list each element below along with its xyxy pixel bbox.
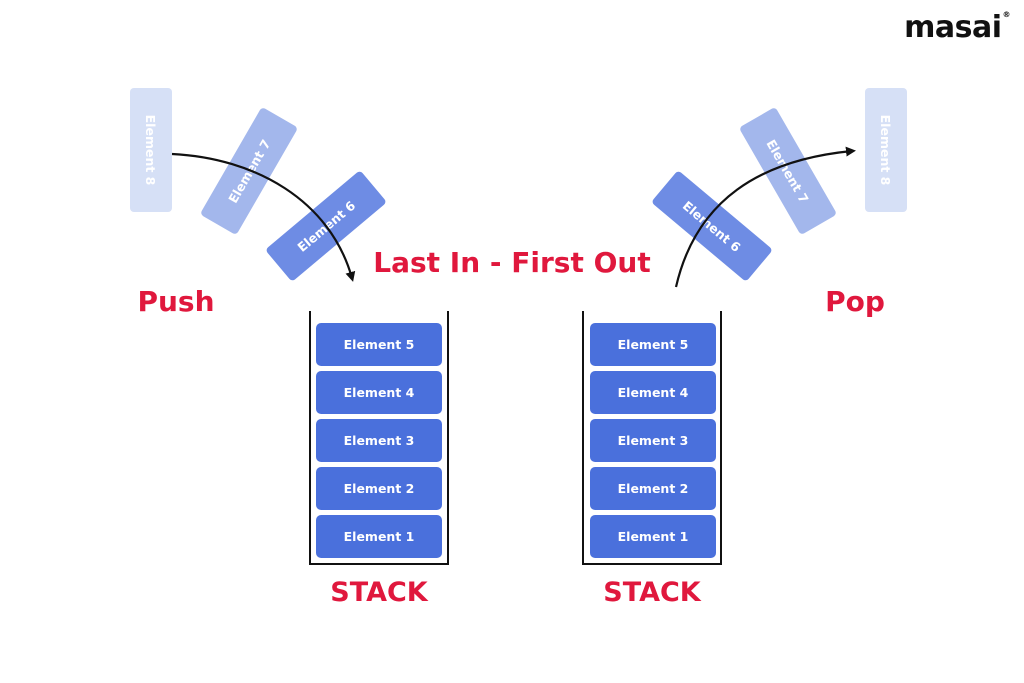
masai-logo: masai® (904, 10, 1010, 45)
logo-text: masai (904, 10, 1002, 45)
right-stack-label: STACK (603, 577, 701, 608)
diagram-title: Last In - First Out (373, 246, 650, 279)
left-stack-item-label: Element 2 (344, 481, 415, 496)
left-stack-item: Element 1 (316, 515, 442, 558)
push-element-7: Element 7 (201, 108, 297, 234)
right-stack-container (582, 311, 722, 565)
right-stack-item-label: Element 2 (618, 481, 689, 496)
pop-element-8-label: Element 8 (878, 115, 893, 186)
right-stack: Element 5 Element 4 Element 3 Element 2 … (582, 311, 722, 608)
right-stack-item-label: Element 1 (618, 529, 689, 544)
right-stack-item: Element 3 (590, 419, 716, 462)
push-element-8-label: Element 8 (143, 115, 158, 186)
push-arrow-icon (171, 152, 356, 282)
right-stack-item: Element 2 (590, 467, 716, 510)
left-stack-item-label: Element 1 (344, 529, 415, 544)
right-stack-item-label: Element 5 (618, 337, 689, 352)
right-stack-item: Element 5 (590, 323, 716, 366)
pop-label: Pop (825, 285, 885, 318)
left-stack: Element 5 Element 4 Element 3 Element 2 … (309, 311, 449, 608)
registered-mark: ® (1002, 10, 1011, 19)
left-stack-item-label: Element 5 (344, 337, 415, 352)
pop-element-7: Element 7 (740, 108, 836, 234)
right-stack-item: Element 4 (590, 371, 716, 414)
push-element-8: Element 8 (130, 88, 172, 212)
left-stack-item: Element 5 (316, 323, 442, 366)
left-stack-item-label: Element 4 (344, 385, 415, 400)
left-stack-item-label: Element 3 (344, 433, 415, 448)
right-stack-item: Element 1 (590, 515, 716, 558)
left-stack-item: Element 4 (316, 371, 442, 414)
left-stack-container (309, 311, 449, 565)
push-label: Push (137, 285, 214, 318)
right-stack-item-label: Element 4 (618, 385, 689, 400)
pop-element-8: Element 8 (865, 88, 907, 212)
left-stack-label: STACK (330, 577, 428, 608)
pop-arrow-icon (674, 146, 856, 288)
left-stack-item: Element 3 (316, 419, 442, 462)
left-stack-item: Element 2 (316, 467, 442, 510)
pop-element-6: Element 6 (652, 171, 772, 281)
right-stack-item-label: Element 3 (618, 433, 689, 448)
